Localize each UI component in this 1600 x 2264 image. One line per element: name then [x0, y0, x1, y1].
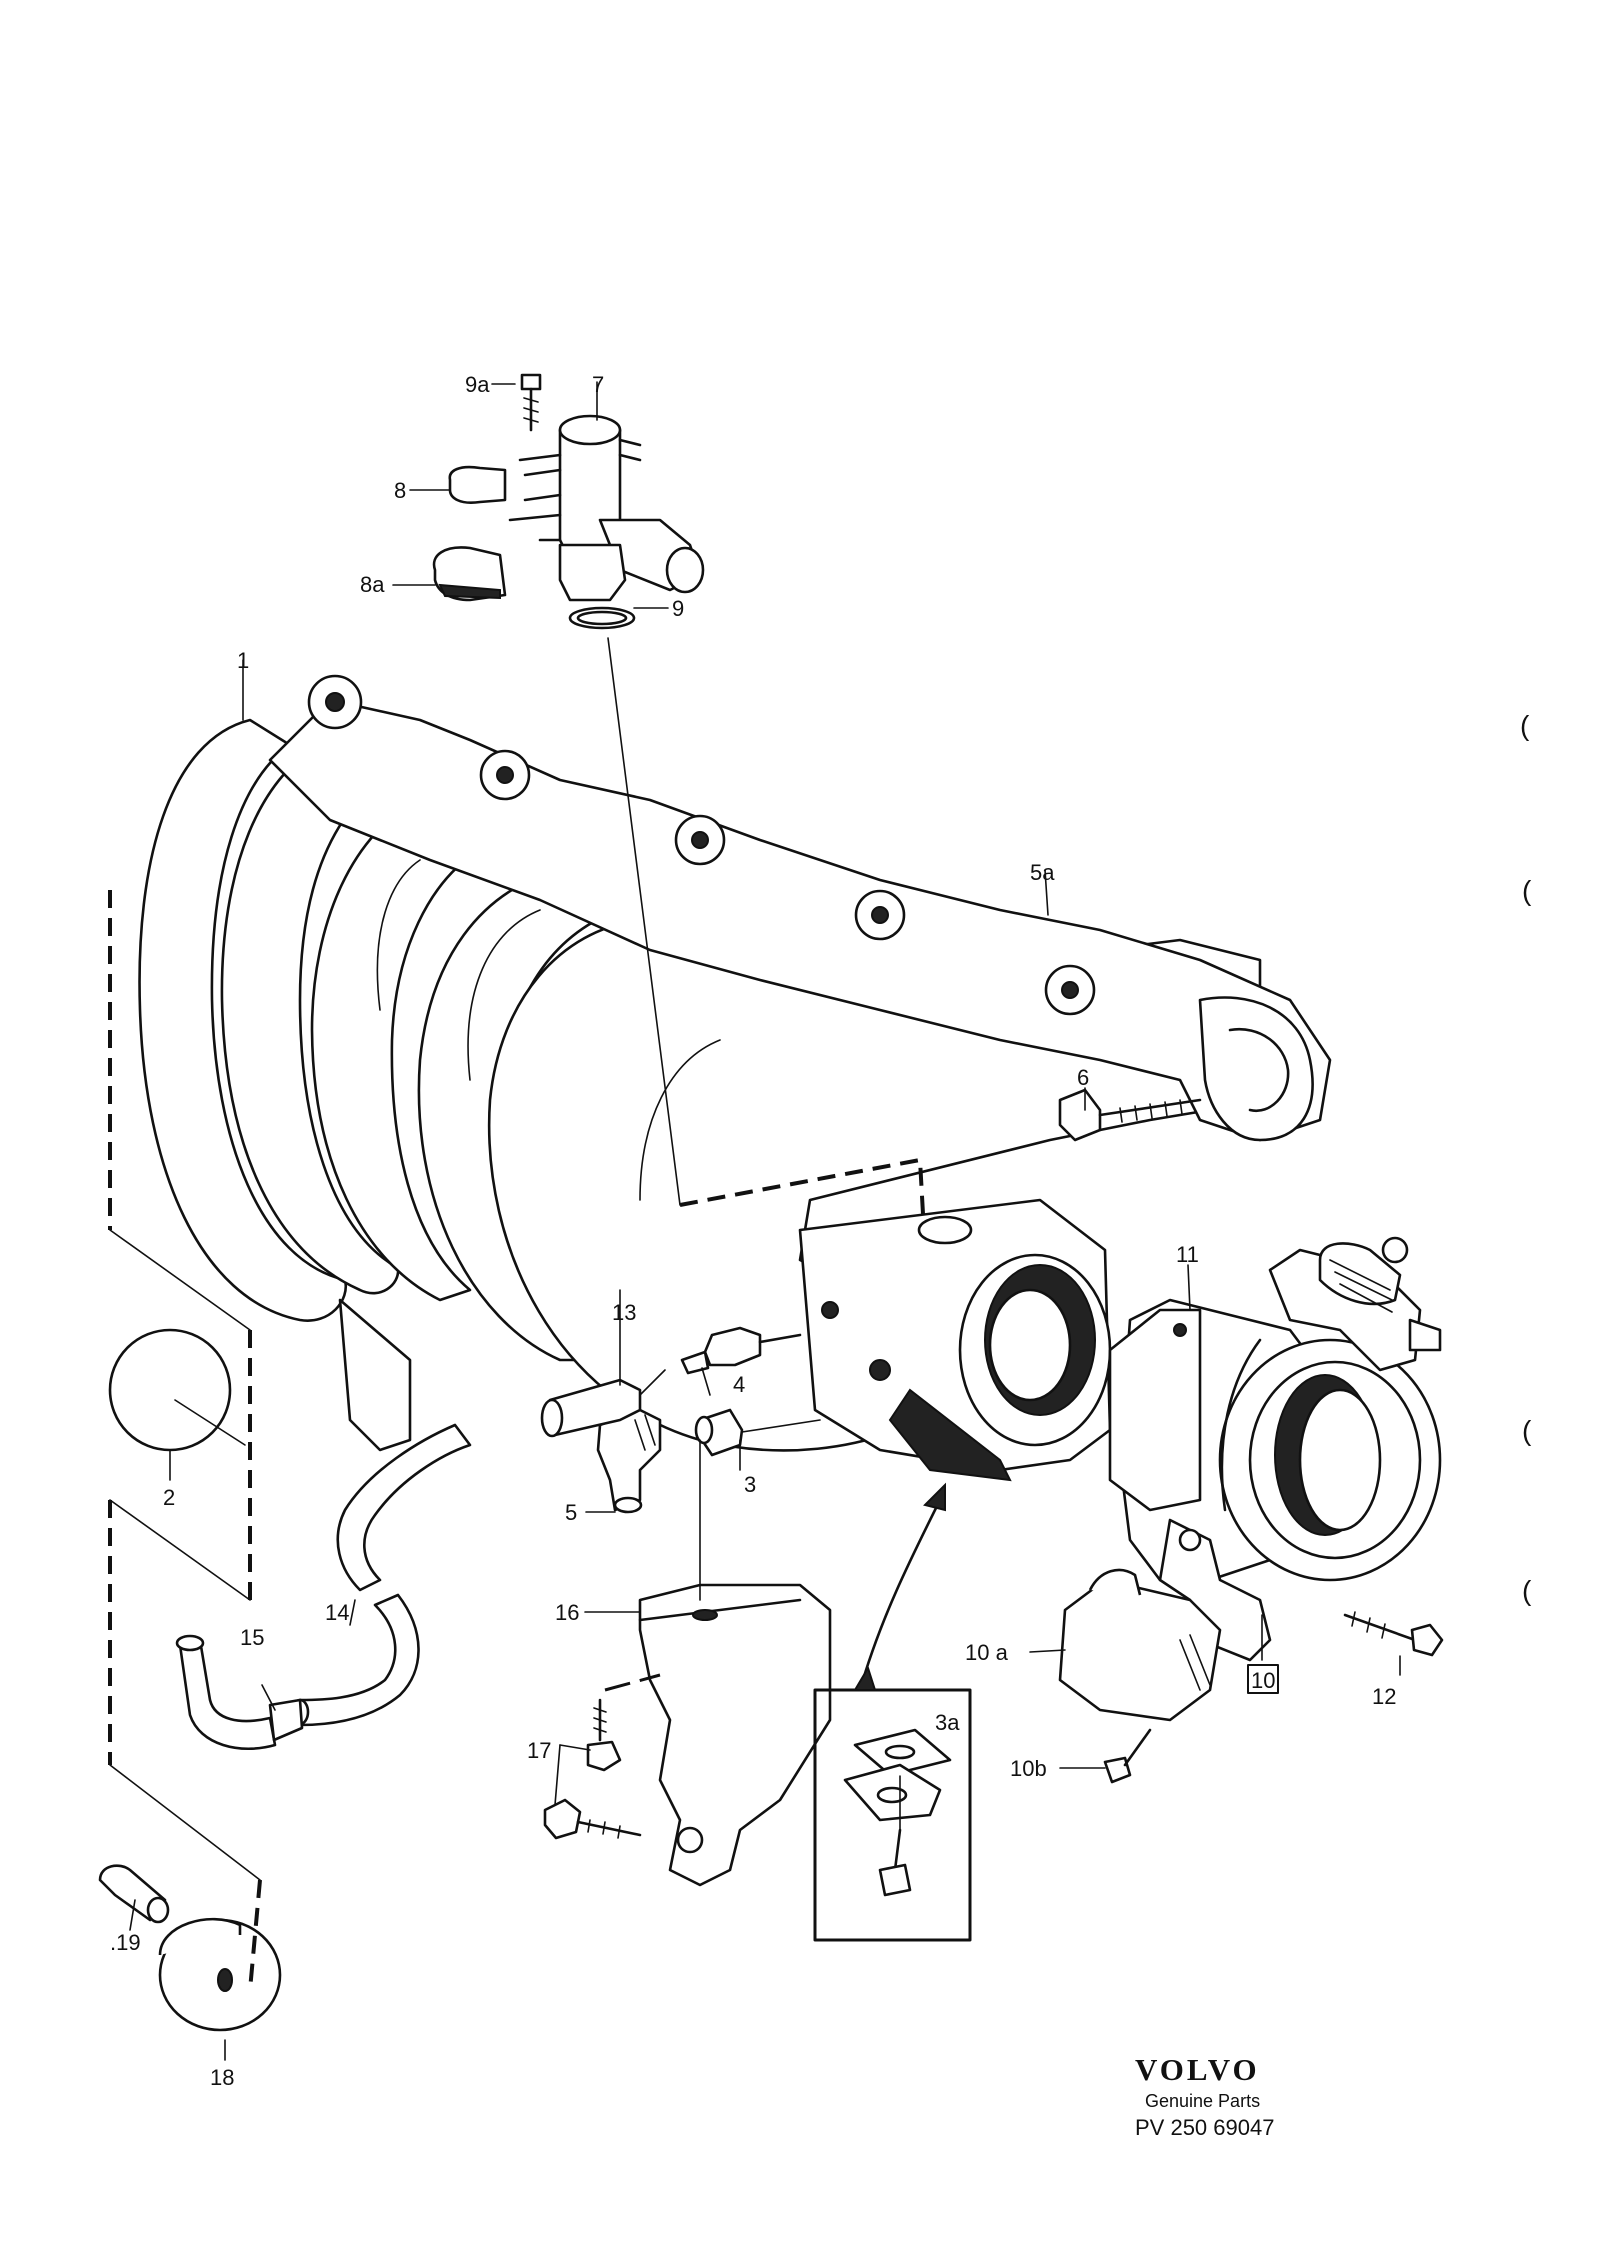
diagram-code: PV 250 69047 — [1135, 2115, 1274, 2140]
bolt-9a-icon — [520, 373, 542, 432]
intake-manifold-icon — [138, 674, 1332, 1452]
label-1: 1 — [237, 648, 249, 673]
label-4: 4 — [733, 1372, 745, 1397]
hose-14-icon — [290, 1423, 472, 1727]
o-ring-9-icon — [568, 606, 636, 630]
fitting-5-icon — [596, 1408, 662, 1514]
bolt-12-icon — [1343, 1611, 1444, 1657]
label-9: 9 — [672, 596, 684, 621]
label-12: 12 — [1372, 1684, 1396, 1709]
cap-8a-icon — [432, 546, 507, 602]
label-7: 7 — [592, 372, 604, 397]
label-18: 18 — [210, 2065, 234, 2090]
label-8: 8 — [394, 478, 406, 503]
genuine-parts-label: Genuine Parts — [1145, 2091, 1260, 2111]
bolt-17a-icon — [586, 1673, 661, 1772]
label-10-box — [1247, 1664, 1279, 1694]
detail-inset-3a — [813, 1688, 972, 1942]
margin-mark-4: ( — [1522, 1575, 1532, 1606]
label-8a: 8a — [360, 572, 385, 597]
label-13: 13 — [612, 1300, 636, 1325]
label-10b: 10b — [1010, 1756, 1047, 1781]
plug-2-icon — [108, 1328, 246, 1452]
optional-parts-dashed-frame — [108, 890, 262, 1991]
bolt-10b-icon — [1103, 1728, 1152, 1784]
volvo-logo: VOLVO — [1135, 2052, 1260, 2087]
label-3: 3 — [744, 1472, 756, 1497]
leader-lines — [129, 381, 1401, 2061]
throttle-body-icon — [1108, 1236, 1442, 1662]
margin-mark-3: ( — [1522, 1415, 1532, 1446]
inset-arrow — [853, 1482, 946, 1692]
margin-marks: ( ( ( ( — [1520, 710, 1532, 1606]
branding-block: VOLVO Genuine Parts PV 250 69047 — [1135, 2052, 1274, 2140]
bolt-6-icon — [1058, 1088, 1202, 1142]
label-15: 15 — [240, 1625, 264, 1650]
plug-18-icon — [158, 1917, 282, 2032]
label-10a: 10 a — [965, 1640, 1009, 1665]
leader-line-9 — [607, 637, 681, 1206]
manifold-bolt-bosses — [307, 674, 1096, 1016]
fitting-3-icon — [694, 1408, 821, 1457]
label-16: 16 — [555, 1600, 579, 1625]
label-3a: 3a — [935, 1710, 960, 1735]
vacuum-connector-icon — [508, 414, 705, 602]
fitting-4-icon — [680, 1326, 802, 1375]
label-9a: 9a — [465, 372, 490, 397]
bracket-16-icon — [638, 1439, 832, 1887]
label-19: .19 — [110, 1930, 141, 1955]
label-17: 17 — [527, 1738, 551, 1763]
label-5: 5 — [565, 1500, 577, 1525]
part-labels: 9a 7 8 8a 9 1 5a 6 11 13 4 3 2 5 16 15 1… — [110, 372, 1396, 2090]
label-5a: 5a — [1030, 860, 1055, 885]
cap-8-icon — [448, 465, 507, 504]
margin-mark-1: ( — [1520, 710, 1530, 741]
hose-15-icon — [175, 1634, 304, 1751]
label-6: 6 — [1077, 1065, 1089, 1090]
label-10: 10 — [1251, 1668, 1275, 1693]
label-2: 2 — [163, 1485, 175, 1510]
label-14: 14 — [325, 1600, 349, 1625]
fitting-13-icon — [540, 1369, 666, 1438]
throttle-mount-flange — [679, 1157, 1112, 1482]
throttle-position-sensor-icon — [1058, 1568, 1222, 1722]
bolt-17b-icon — [543, 1798, 642, 1840]
margin-mark-2: ( — [1522, 875, 1532, 906]
label-11: 11 — [1176, 1242, 1199, 1267]
cap-19-icon — [98, 1864, 170, 1924]
